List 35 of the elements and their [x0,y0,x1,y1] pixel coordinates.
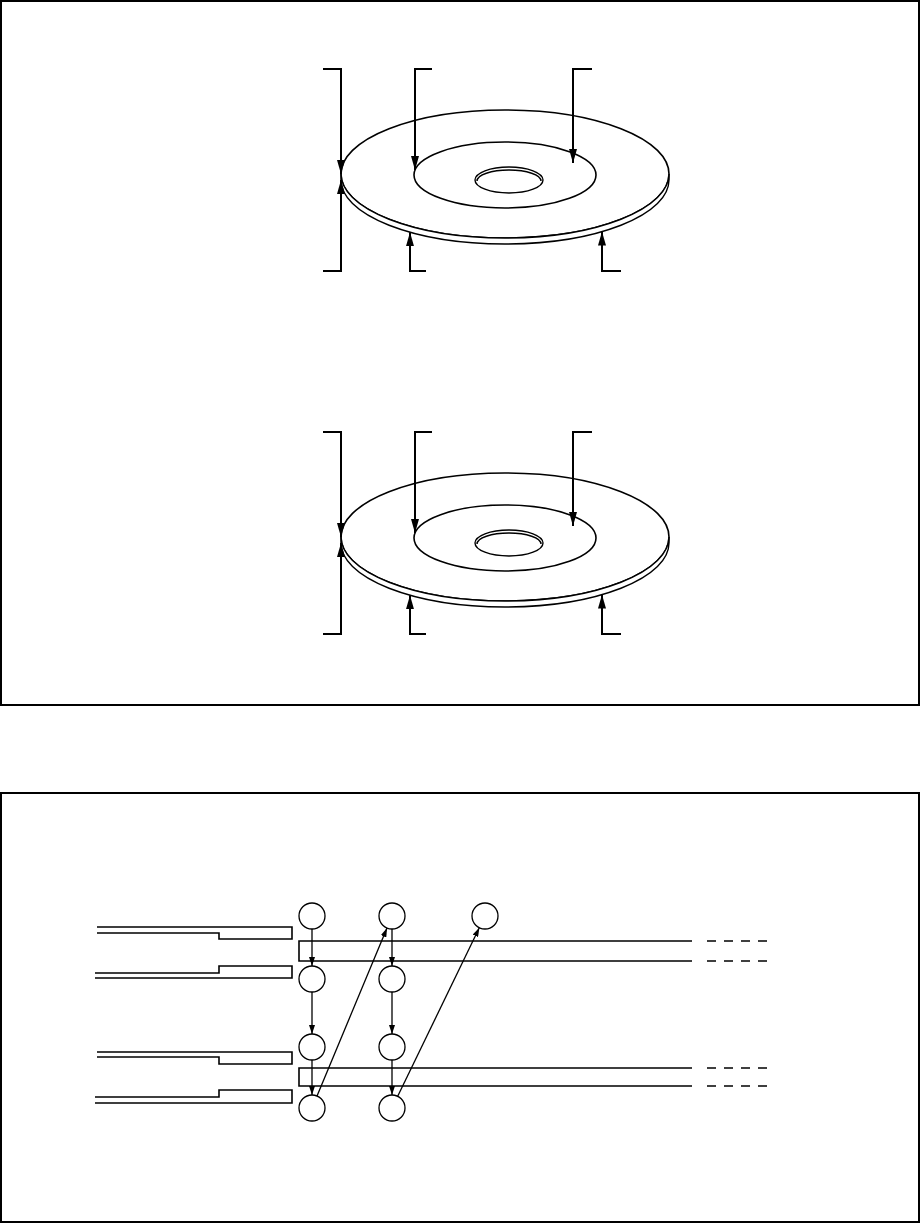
leader-line [322,68,345,175]
disc-edge-layer [340,173,670,245]
node-circle [471,902,499,930]
leader-line [322,431,345,538]
leader-line [598,593,622,635]
arrow [309,991,315,1035]
node-circle [378,1094,406,1122]
inner-ring [413,504,597,572]
inner-ring [413,141,597,209]
node-circle [298,1033,326,1061]
leader-line [322,179,345,272]
node-circle [298,1094,326,1122]
leader-line [411,68,433,172]
node-circle [378,1033,406,1061]
disc [340,109,670,239]
node-circle [378,965,406,993]
arrow [397,927,480,1097]
node-circle [378,902,406,930]
leader-line [411,431,433,535]
leader-line [598,230,622,272]
arrow [309,1059,315,1096]
leader-line [569,431,593,528]
arrow [389,928,395,967]
leader-line [569,68,593,165]
arrow [316,927,388,1097]
arrow [389,1059,395,1096]
leader-line [406,231,427,272]
arrow [389,991,395,1035]
node-circle [298,902,326,930]
node-circle [298,965,326,993]
leader-line [322,542,345,635]
arrow [309,928,315,967]
leader-line [406,594,427,635]
disc [340,472,670,602]
disc-edge-layer [340,536,670,608]
